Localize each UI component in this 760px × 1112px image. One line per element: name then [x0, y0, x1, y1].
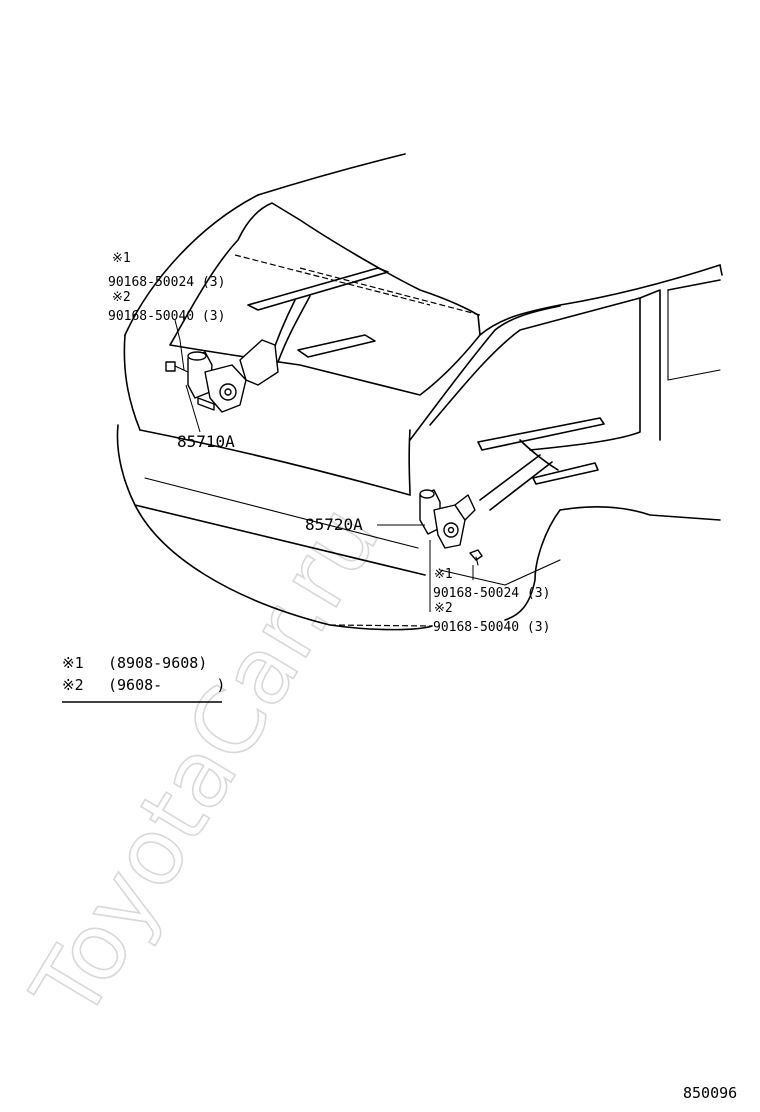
legend: ※1 (8908-9608) ※2 (9608- ): [62, 654, 225, 703]
lower-mark2: ※2: [434, 601, 453, 616]
upper-part2[interactable]: 90168-50040 (3): [108, 309, 225, 324]
vehicle-outline: [116, 153, 723, 631]
actuator-85710A[interactable]: [187, 339, 279, 413]
figure-id: 850096: [683, 1084, 737, 1102]
watermark: ToyotaCar.ru: [12, 488, 401, 1037]
lower-assembly-label[interactable]: 85720A: [305, 515, 363, 534]
lower-part2[interactable]: 90168-50040 (3): [433, 620, 550, 635]
screw-lower: [469, 549, 483, 566]
upper-assembly-label[interactable]: 85710A: [177, 432, 235, 451]
upper-mark2: ※2: [112, 290, 131, 305]
upper-part1[interactable]: 90168-50024 (3): [108, 275, 225, 290]
screw-upper: [165, 361, 189, 373]
actuator-85720A[interactable]: [419, 489, 476, 549]
callout-upper: ※1 90168-50024 (3) ※2 90168-50040 (3) 85…: [108, 251, 235, 451]
upper-mark1: ※1: [112, 251, 131, 266]
lower-mark1: ※1: [434, 567, 453, 582]
callout-lower: 85720A ※1 90168-50024 (3) ※2 90168-50040…: [305, 515, 550, 635]
legend-mark-1: ※1: [62, 654, 84, 672]
lower-part1[interactable]: 90168-50024 (3): [433, 586, 550, 601]
legend-range-2: (9608- ): [108, 676, 225, 694]
legend-range-1: (8908-9608): [108, 654, 207, 672]
leader-lines: [174, 319, 474, 612]
legend-mark-2: ※2: [62, 676, 84, 694]
